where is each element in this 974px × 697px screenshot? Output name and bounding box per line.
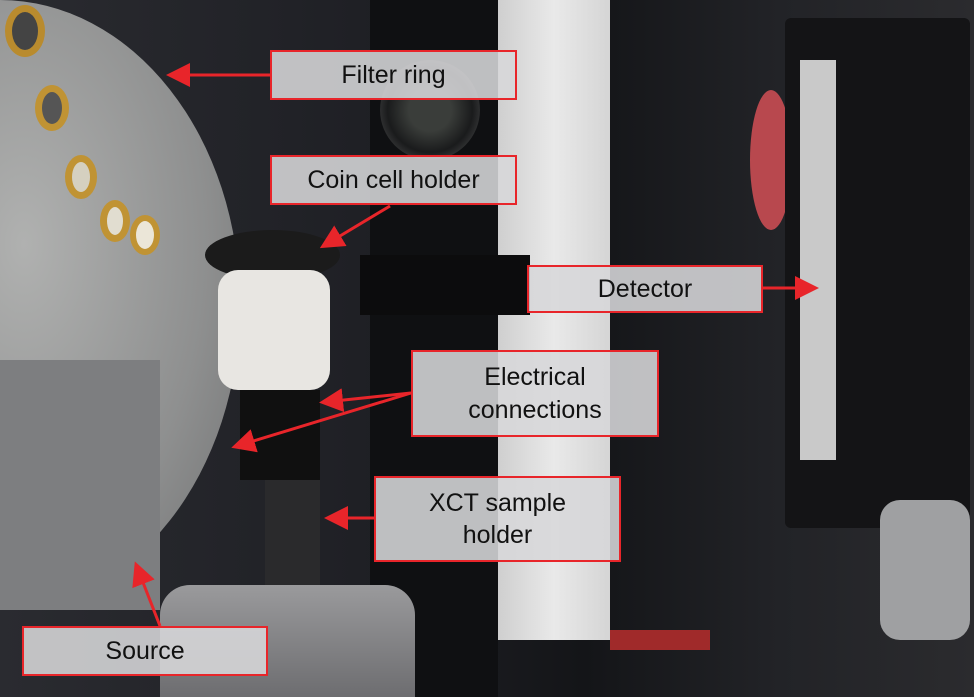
label-source: Source <box>22 626 268 676</box>
label-detector: Detector <box>527 265 763 313</box>
stage-bracket <box>360 255 530 315</box>
gold-ring <box>130 215 160 255</box>
cables <box>880 500 970 640</box>
gold-ring <box>100 200 130 242</box>
label-xct-sample-holder: XCT sample holder <box>374 476 621 562</box>
label-filter-ring: Filter ring <box>270 50 517 100</box>
detector-window <box>800 60 836 460</box>
label-coin-cell-holder: Coin cell holder <box>270 155 517 205</box>
gold-ring <box>65 155 97 199</box>
arrow-electrical-1 <box>319 388 412 413</box>
gold-ring <box>35 85 69 131</box>
arrow-source <box>132 561 162 627</box>
gold-ring <box>5 5 45 57</box>
label-electrical-connections: Electrical connections <box>411 350 659 437</box>
red-base <box>610 630 710 650</box>
arrow-electrical-2 <box>231 391 412 453</box>
tape-wrap <box>218 270 330 390</box>
arrow-coin-cell-holder <box>319 204 391 249</box>
